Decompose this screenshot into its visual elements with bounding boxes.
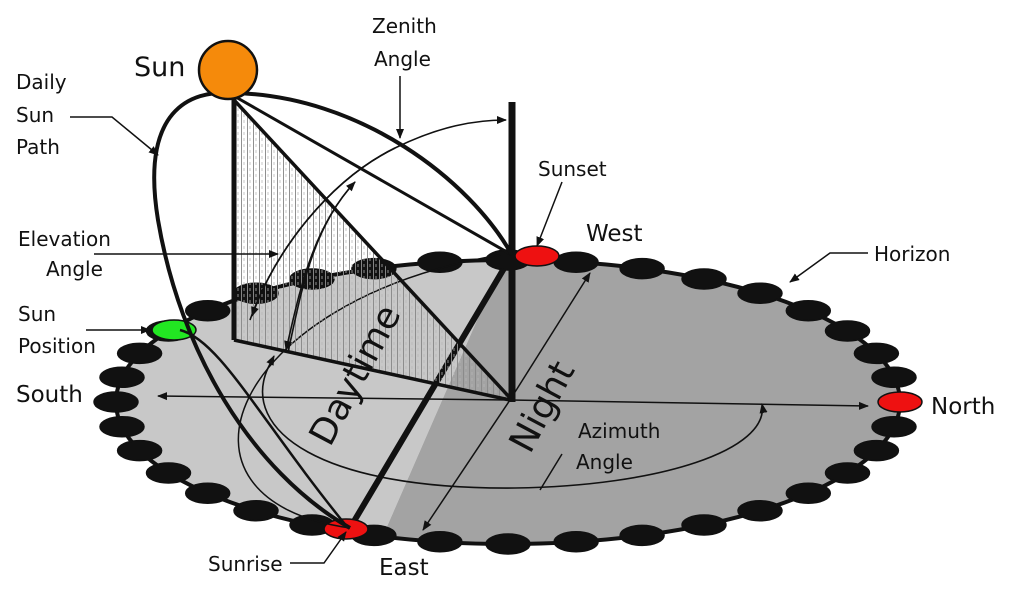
horizon-marker bbox=[99, 415, 145, 438]
horizon-marker bbox=[785, 482, 832, 505]
elevation-label-line1: Elevation bbox=[18, 227, 111, 251]
horizon-marker bbox=[853, 342, 900, 365]
sun-plane-line bbox=[233, 94, 513, 257]
horizon-marker bbox=[824, 320, 871, 342]
horizon-marker bbox=[233, 500, 279, 522]
horizon-marker bbox=[116, 342, 163, 365]
horizon-marker bbox=[681, 514, 727, 536]
day-night-divider bbox=[347, 253, 515, 530]
horizon-marker bbox=[871, 366, 917, 389]
daily-label-line1: Daily bbox=[16, 70, 67, 94]
horizon-marker bbox=[619, 524, 665, 547]
horizon-marker bbox=[737, 282, 783, 304]
horizon-marker bbox=[145, 462, 192, 484]
horizon-marker bbox=[485, 533, 531, 555]
azimuth-label-line2: Angle bbox=[576, 450, 633, 474]
west-label: West bbox=[586, 221, 643, 247]
zenith-label-line2: Angle bbox=[374, 47, 431, 71]
horizon-marker bbox=[785, 299, 832, 322]
daily-label-line3: Path bbox=[16, 135, 60, 159]
horizon-marker bbox=[871, 415, 917, 438]
east-label: East bbox=[379, 555, 429, 581]
elevation-triangle bbox=[231, 98, 514, 402]
horizon-marker bbox=[417, 531, 463, 553]
sunrise-marker bbox=[323, 518, 369, 540]
horizon-marker bbox=[553, 531, 599, 553]
daily-label-line2: Sun bbox=[16, 103, 54, 127]
leader-lines bbox=[70, 76, 868, 564]
sun-icon bbox=[197, 39, 259, 101]
sunrise-label: Sunrise bbox=[208, 552, 283, 576]
sun-label: Sun bbox=[134, 52, 185, 83]
north-marker bbox=[877, 391, 923, 413]
horizon-marker bbox=[99, 366, 145, 389]
horizon-marker bbox=[184, 299, 231, 322]
sunset-marker bbox=[514, 245, 560, 267]
horizon-marker bbox=[737, 500, 783, 522]
azimuth-label-line1: Azimuth bbox=[578, 419, 660, 443]
horizon-marker bbox=[417, 251, 463, 273]
south-label: South bbox=[16, 382, 83, 408]
horizon-label: Horizon bbox=[874, 242, 950, 266]
horizon-marker bbox=[93, 391, 139, 413]
sunset-label: Sunset bbox=[538, 157, 607, 181]
azimuth-arc bbox=[261, 367, 768, 489]
horizon-marker bbox=[853, 439, 900, 462]
sun-position-label-line1: Sun bbox=[18, 302, 56, 326]
horizon-marker bbox=[184, 482, 231, 505]
daily-sun-path bbox=[152, 90, 514, 530]
horizon-marker bbox=[116, 439, 163, 462]
horizon-marker bbox=[619, 257, 665, 280]
horizon-marker bbox=[824, 462, 871, 484]
horizon-marker bbox=[681, 268, 727, 290]
north-label: North bbox=[931, 394, 995, 420]
sun-position-label-line2: Position bbox=[18, 334, 96, 358]
elevation-label-line2: Angle bbox=[46, 257, 103, 281]
horizon-marker bbox=[553, 251, 599, 273]
compass-lines bbox=[157, 272, 869, 531]
zenith-label-line1: Zenith bbox=[372, 14, 437, 38]
